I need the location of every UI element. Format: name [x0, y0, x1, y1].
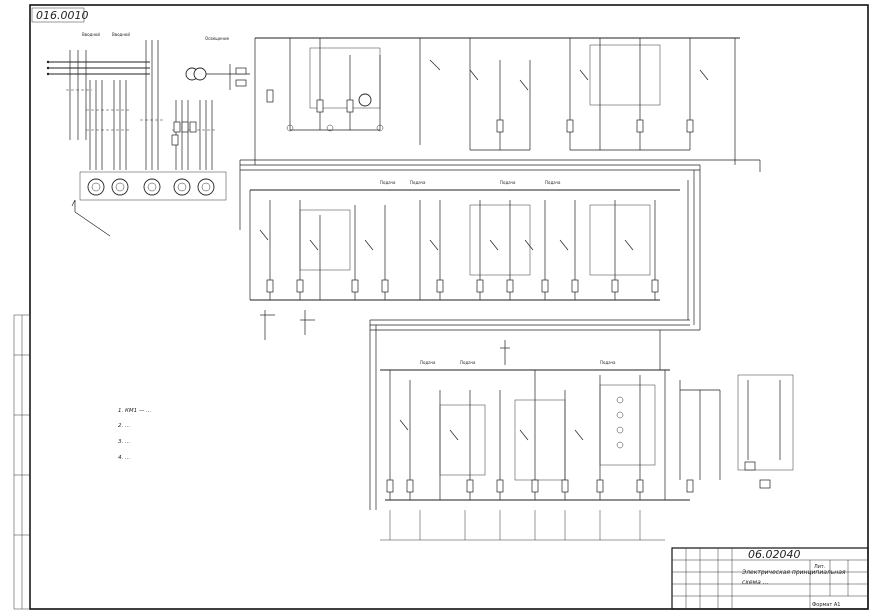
sheet-label: Лит.	[814, 564, 826, 570]
middle-control-circuit	[249, 189, 680, 340]
interconnect-bus	[239, 159, 761, 330]
lower-control-circuit	[369, 319, 794, 510]
svg-text:Подача: Подача	[460, 360, 476, 365]
power-circuit	[46, 40, 250, 237]
format-label: Формат А1	[812, 602, 840, 608]
note-2: 2. ...	[118, 423, 130, 429]
title-block: 06.02040 Электрическая принципиальная сх…	[671, 547, 869, 610]
svg-text:Подача: Подача	[410, 180, 426, 185]
svg-text:Подача: Подача	[380, 180, 396, 185]
motor-m4	[173, 178, 191, 196]
terminal-strip	[380, 510, 665, 541]
title-line-2: схема ...	[742, 579, 768, 586]
motor-m5	[197, 178, 215, 196]
top-control-circuit	[254, 37, 740, 165]
svg-text:Подача: Подача	[600, 360, 616, 365]
document-code: 06.02040	[748, 548, 801, 561]
note-4: 4. ...	[118, 455, 130, 461]
drawing-frame	[29, 4, 869, 610]
block-labels: Вводной Вводной Освещение Подача Подача …	[82, 32, 616, 365]
motor-m2	[111, 178, 129, 196]
svg-text:Подача: Подача	[545, 180, 561, 185]
svg-text:Вводной: Вводной	[82, 32, 100, 37]
note-1: 1. КМ1 — ...	[118, 408, 152, 414]
title-line-1: Электрическая принципиальная	[741, 569, 846, 576]
motor-m1	[87, 178, 105, 196]
note-3: 3. ...	[118, 439, 130, 445]
svg-text:Вводной: Вводной	[112, 32, 130, 37]
svg-text:Подача: Подача	[420, 360, 436, 365]
svg-text:016.0010: 016.0010	[36, 9, 89, 22]
corner-code-stamp: 016.0010	[31, 7, 89, 23]
motor-m3	[143, 178, 161, 196]
notes-block: 1. КМ1 — ... 2. ... 3. ... 4. ...	[118, 408, 152, 461]
svg-text:Подача: Подача	[500, 180, 516, 185]
svg-text:Освещение: Освещение	[205, 36, 230, 41]
